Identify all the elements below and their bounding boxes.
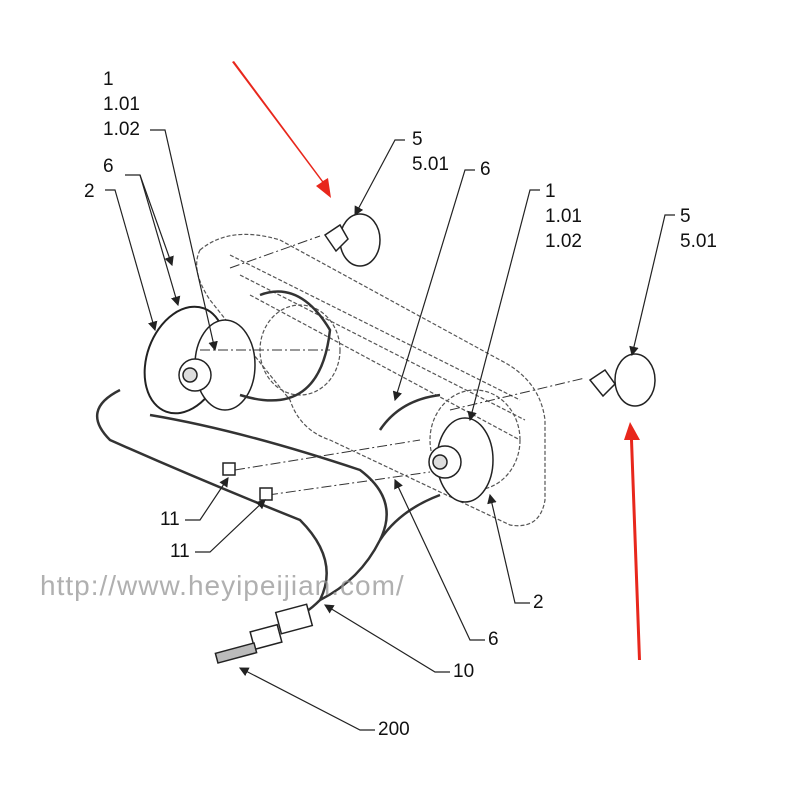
callout-11: 11 <box>160 509 180 530</box>
callout-1: 1 <box>545 181 556 202</box>
callout-5: 5 <box>680 206 691 227</box>
bulb-socket-right <box>588 353 656 407</box>
callout-200: 200 <box>378 719 410 740</box>
lamp-assembly-right <box>428 417 494 503</box>
red-arrow-top <box>232 61 331 198</box>
callout-1: 1 <box>103 69 114 90</box>
callout-5-01: 5.01 <box>412 154 449 175</box>
assembly-axes <box>200 235 586 496</box>
watermark: http://www.heyipeijian.com/ <box>40 570 405 601</box>
callout-6: 6 <box>103 156 114 177</box>
wiring-harness <box>95 290 441 618</box>
red-highlight-arrows <box>232 61 641 660</box>
callout-2: 2 <box>84 181 95 202</box>
callout-5-01: 5.01 <box>680 231 717 252</box>
callout-1-01: 1.01 <box>545 206 582 227</box>
red-arrow-right <box>624 422 641 660</box>
callout-1-02: 1.02 <box>545 231 582 252</box>
callout-1-02: 1.02 <box>103 119 140 140</box>
callout-10: 10 <box>453 661 475 682</box>
bulb-socket-top <box>323 213 381 267</box>
lamp-assembly-left <box>178 319 256 411</box>
callout-5: 5 <box>412 129 423 150</box>
clips <box>222 462 273 501</box>
callout-11: 11 <box>170 541 190 562</box>
connectors <box>214 603 314 664</box>
callout-6: 6 <box>480 159 491 180</box>
callout-2: 2 <box>533 592 544 613</box>
callout-6: 6 <box>488 629 499 650</box>
callout-1-01: 1.01 <box>103 94 140 115</box>
leader-lines <box>105 129 675 731</box>
